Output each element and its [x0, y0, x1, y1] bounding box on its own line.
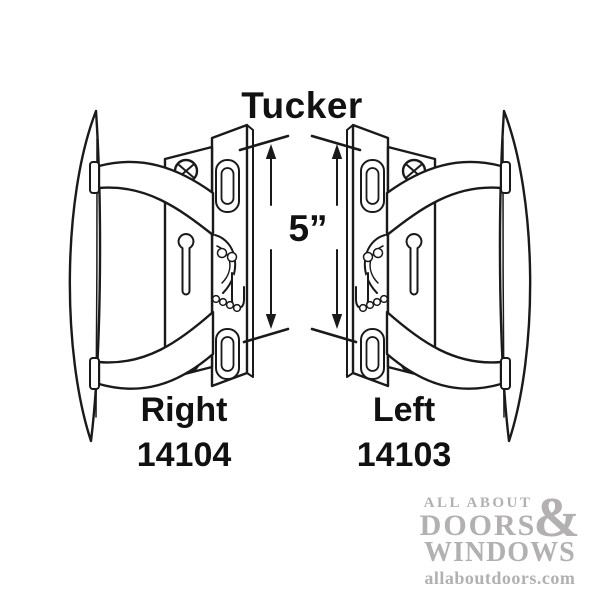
ampersand-glyph: &	[533, 487, 580, 549]
watermark-windows: WINDOWS	[423, 537, 576, 568]
product-label-right-14104: Right 14104	[94, 388, 274, 478]
watermark-logo: ALL ABOUT DOORS & WINDOWS allaboutdoors.…	[419, 487, 580, 588]
watermark-doors: DOORS	[419, 509, 537, 542]
side-label: Left	[372, 391, 436, 429]
product-title: Tucker	[241, 85, 363, 126]
side-label: Right	[140, 391, 228, 429]
part-number: 14104	[136, 436, 232, 474]
watermark-top-row: ALL ABOUT DOORS &	[419, 487, 580, 549]
product-label-left-14103: Left 14103	[314, 388, 494, 478]
dimension-label: 5”	[288, 208, 328, 249]
part-number: 14103	[356, 436, 452, 474]
watermark-all-about: ALL ABOUT	[423, 495, 533, 511]
watermark-text-column: ALL ABOUT DOORS	[419, 495, 537, 542]
watermark-website: allaboutdoors.com	[424, 568, 576, 588]
